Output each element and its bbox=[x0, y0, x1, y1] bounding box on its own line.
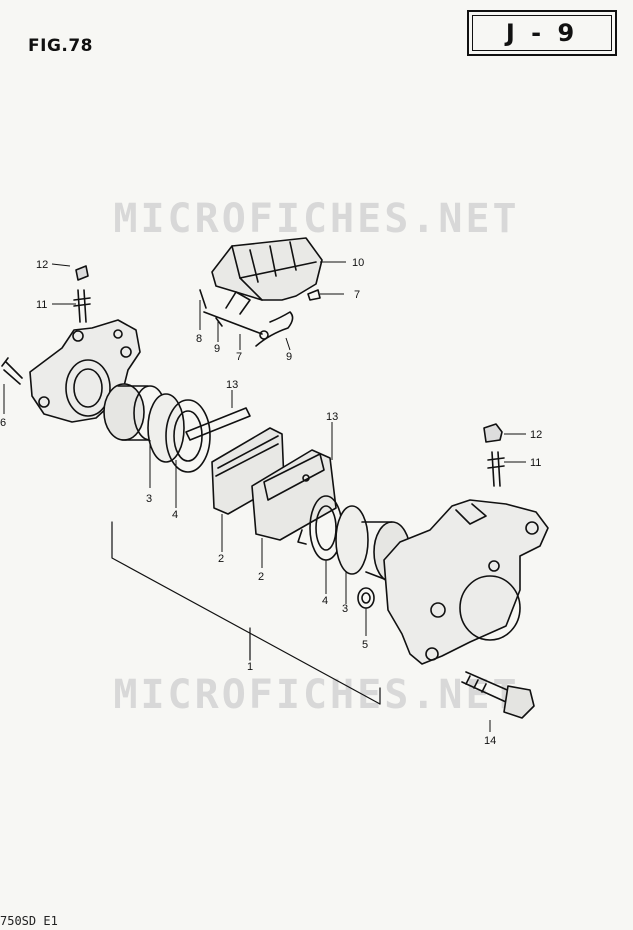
assembly-bracket bbox=[111, 521, 381, 705]
callout-13-right: 13 bbox=[326, 411, 338, 423]
watermark-top: MICROFICHES.NET bbox=[113, 196, 520, 242]
callout-8: 8 bbox=[196, 333, 202, 345]
callout-3-right: 3 bbox=[342, 603, 348, 615]
callout-12-right: 12 bbox=[530, 429, 542, 441]
part-pins-springs bbox=[199, 289, 321, 347]
part-caliper-right bbox=[383, 499, 549, 665]
callout-9-right: 9 bbox=[286, 351, 292, 363]
callout-11-left: 11 bbox=[36, 299, 47, 311]
leader-lines bbox=[3, 261, 526, 732]
part-pads-left bbox=[185, 407, 285, 515]
callout-5: 5 bbox=[362, 639, 368, 651]
callout-9-left: 9 bbox=[214, 343, 220, 355]
part-bleeder-left bbox=[73, 265, 91, 323]
callout-4-right: 4 bbox=[322, 595, 328, 607]
part-piston-left bbox=[103, 383, 211, 473]
part-bleeder-right bbox=[483, 423, 505, 487]
callout-13-left: 13 bbox=[226, 379, 238, 391]
callout-10: 10 bbox=[352, 257, 364, 269]
callout-14: 14 bbox=[484, 735, 496, 747]
section-code: J - 9 bbox=[472, 15, 612, 51]
callout-2-right: 2 bbox=[258, 571, 264, 583]
callout-7-right: 7 bbox=[354, 289, 360, 301]
part-pads-right bbox=[251, 449, 337, 541]
footer-code: 750SD E1 bbox=[0, 914, 58, 928]
callout-2-left: 2 bbox=[218, 553, 224, 565]
callout-12-left: 12 bbox=[36, 259, 48, 271]
callout-3-left: 3 bbox=[146, 493, 152, 505]
part-mounting-bolt bbox=[461, 671, 535, 719]
callout-1: 1 bbox=[247, 661, 253, 673]
callout-4-left: 4 bbox=[172, 509, 178, 521]
callout-6: 6 bbox=[0, 417, 6, 429]
part-pad-cover bbox=[211, 237, 323, 301]
figure-label: FIG.78 bbox=[28, 36, 94, 56]
section-code-box: J - 9 bbox=[467, 10, 617, 56]
callout-11-right: 11 bbox=[530, 457, 541, 469]
callout-7-left: 7 bbox=[236, 351, 242, 363]
watermark-bottom: MICROFICHES.NET bbox=[113, 672, 520, 718]
